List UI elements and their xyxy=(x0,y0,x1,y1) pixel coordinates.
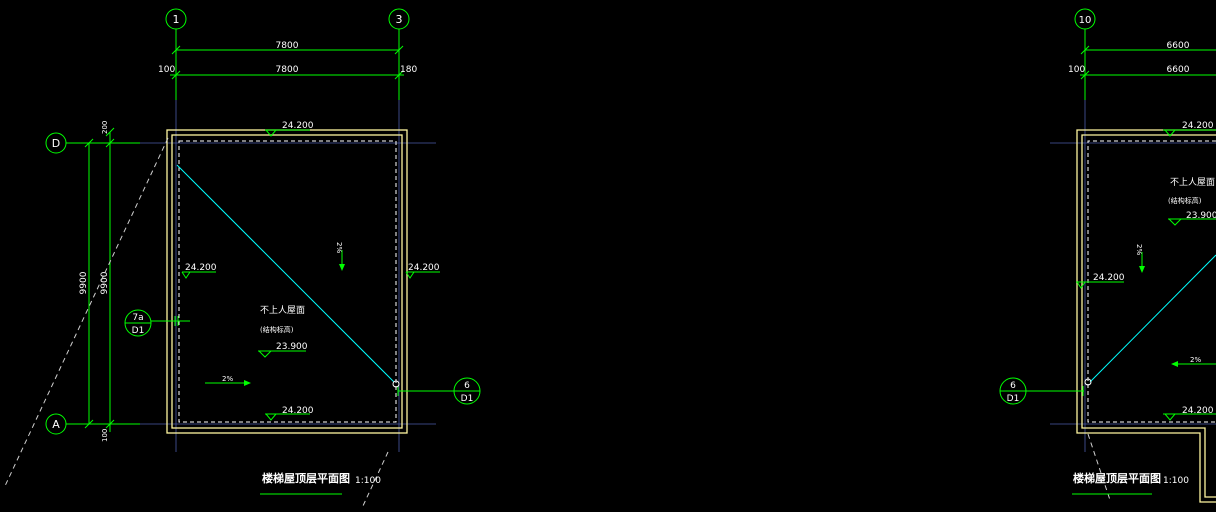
svg-text:24.200: 24.200 xyxy=(282,121,314,131)
detail-callout-right[interactable]: 6 D1 xyxy=(392,377,481,405)
svg-text:3: 3 xyxy=(396,13,403,26)
elevation-top: 24.200 xyxy=(265,121,314,137)
svg-text:23.900: 23.900 xyxy=(1186,211,1216,221)
svg-text:D1: D1 xyxy=(1007,394,1020,404)
hidden-line-bottom xyxy=(361,451,389,509)
svg-text:24.200: 24.200 xyxy=(408,263,440,273)
svg-text:2%: 2% xyxy=(1190,356,1201,364)
svg-text:D: D xyxy=(52,137,60,150)
svg-text:2%: 2% xyxy=(222,375,233,383)
right-elevation-center: 23.900 xyxy=(1168,211,1216,226)
svg-text:7800: 7800 xyxy=(276,65,299,75)
svg-text:2%: 2% xyxy=(335,242,343,253)
right-slope-arrow-horizontal: 2% xyxy=(1171,356,1216,367)
axis-bubble-D[interactable]: D xyxy=(45,132,67,154)
side-dimension-outer: 9900 xyxy=(79,138,94,429)
right-roof-label: 不上人屋面 xyxy=(1170,177,1215,188)
right-elevation-top: 24.200 xyxy=(1163,121,1216,137)
svg-text:7800: 7800 xyxy=(276,41,299,51)
top-dimension-inner: 7800 100 180 xyxy=(158,65,417,80)
svg-text:1: 1 xyxy=(173,13,180,26)
svg-text:6600: 6600 xyxy=(1167,65,1190,75)
elevation-center: 23.900 xyxy=(258,342,308,358)
svg-text:1:100: 1:100 xyxy=(355,476,381,486)
right-top-dimension-outer: 6600 xyxy=(1080,41,1216,55)
svg-text:9900: 9900 xyxy=(79,271,89,294)
right-drainage-ridge-line xyxy=(1089,254,1216,383)
drainage-ridge-line xyxy=(176,164,395,383)
axis-bubble-3[interactable]: 3 xyxy=(388,8,410,30)
svg-text:24.200: 24.200 xyxy=(282,406,314,416)
roof-sublabel: (结构标高) xyxy=(260,325,294,334)
svg-text:24.200: 24.200 xyxy=(1093,273,1125,283)
parapet-outer xyxy=(166,129,408,434)
svg-text:10: 10 xyxy=(1079,15,1092,26)
elevation-right: 24.200 xyxy=(405,263,440,279)
svg-text:D1: D1 xyxy=(132,326,145,336)
svg-text:23.900: 23.900 xyxy=(276,342,308,352)
slope-arrow-horizontal: 2% xyxy=(205,375,251,386)
elevation-bottom: 24.200 xyxy=(265,406,314,421)
top-dimension-outer: 7800 xyxy=(171,41,404,55)
right-roof-sublabel: (结构标高) xyxy=(1168,196,1202,205)
svg-text:24.200: 24.200 xyxy=(1182,121,1214,131)
svg-text:100: 100 xyxy=(158,65,175,75)
svg-text:180: 180 xyxy=(400,65,417,75)
slope-arrow-vertical: 2% xyxy=(335,242,345,271)
drawing-title: 楼梯屋顶层平面图 1:100 xyxy=(260,471,381,495)
axis-bubble-10[interactable]: 10 xyxy=(1074,8,1096,30)
right-hidden-line xyxy=(1087,433,1111,501)
svg-text:2%: 2% xyxy=(1135,244,1143,255)
right-slope-arrow-vertical: 2% xyxy=(1135,244,1145,273)
axis-bubble-A[interactable]: A xyxy=(45,413,67,435)
axis-bubble-1[interactable]: 1 xyxy=(165,8,187,30)
svg-text:6: 6 xyxy=(464,381,470,391)
svg-text:9900: 9900 xyxy=(100,271,110,294)
right-elevation-bottom: 24.200 xyxy=(1163,406,1216,421)
right-top-dimension-inner: 6600 100 xyxy=(1068,65,1216,80)
right-parapet-inner xyxy=(1081,134,1216,498)
svg-text:1:100: 1:100 xyxy=(1163,476,1189,486)
svg-text:D1: D1 xyxy=(461,394,474,404)
right-drawing-title: 楼梯屋顶层平面图 1:100 xyxy=(1072,471,1189,495)
svg-text:6600: 6600 xyxy=(1167,41,1190,51)
svg-text:6: 6 xyxy=(1010,381,1016,391)
roof-label: 不上人屋面 xyxy=(260,305,305,316)
svg-text:7a: 7a xyxy=(132,313,143,323)
svg-text:200: 200 xyxy=(101,121,109,134)
svg-text:楼梯屋顶层平面图: 楼梯屋顶层平面图 xyxy=(262,471,350,485)
right-detail-callout[interactable]: 6 D1 xyxy=(999,377,1092,405)
left-plan: 1 3 7800 7800 100 180 D xyxy=(4,8,481,509)
parapet-inner xyxy=(171,134,403,429)
side-dimension-inner: 9900 200 100 xyxy=(100,121,115,442)
svg-text:24.200: 24.200 xyxy=(1182,406,1214,416)
right-elevation-left: 24.200 xyxy=(1076,273,1125,289)
hidden-line-left xyxy=(4,137,169,487)
detail-callout-left[interactable]: 7a D1 xyxy=(124,309,190,337)
svg-text:楼梯屋顶层平面图: 楼梯屋顶层平面图 xyxy=(1073,471,1161,485)
svg-text:100: 100 xyxy=(101,429,109,442)
svg-text:100: 100 xyxy=(1068,65,1085,75)
right-parapet-outer xyxy=(1076,129,1216,503)
right-plan: 10 6600 6600 100 24.200 xyxy=(999,8,1216,503)
elevation-left: 24.200 xyxy=(181,263,217,279)
svg-text:A: A xyxy=(52,418,60,431)
svg-text:24.200: 24.200 xyxy=(185,263,217,273)
gutter-line xyxy=(178,140,397,423)
